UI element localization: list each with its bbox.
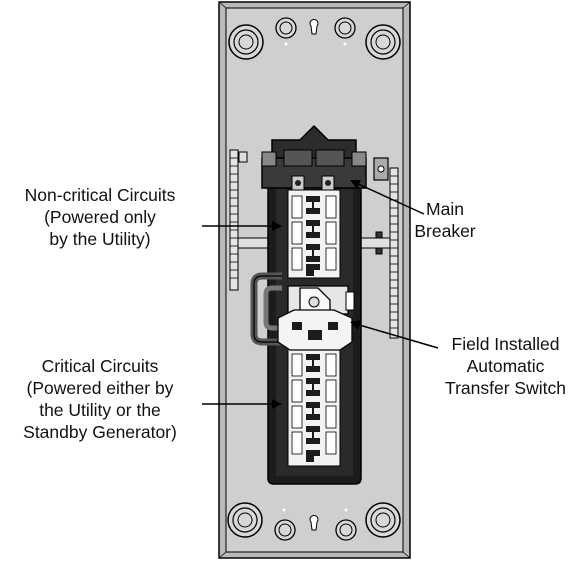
label-line: (Powered only xyxy=(0,206,200,228)
label-line: Main xyxy=(400,198,490,220)
label-line: Transfer Switch xyxy=(424,377,587,399)
label-line: Non-critical Circuits xyxy=(0,184,200,206)
bus-stabs-lower xyxy=(288,348,340,466)
label-line: Breaker xyxy=(400,220,490,242)
label-line: Standby Generator) xyxy=(0,421,200,443)
label-line: (Powered either by xyxy=(0,377,200,399)
label-critical-circuits: Critical Circuits (Powered either by the… xyxy=(0,355,200,443)
label-noncritical-circuits: Non-critical Circuits (Powered only by t… xyxy=(0,184,200,250)
bus-stabs-upper xyxy=(288,190,340,278)
label-line: Automatic xyxy=(424,355,587,377)
label-line: Critical Circuits xyxy=(0,355,200,377)
label-line: the Utility or the xyxy=(0,399,200,421)
automatic-transfer-switch xyxy=(278,286,354,350)
label-line: Field Installed xyxy=(424,333,587,355)
label-main-breaker: Main Breaker xyxy=(400,198,490,242)
label-line: by the Utility) xyxy=(0,228,200,250)
label-transfer-switch: Field Installed Automatic Transfer Switc… xyxy=(424,333,587,399)
